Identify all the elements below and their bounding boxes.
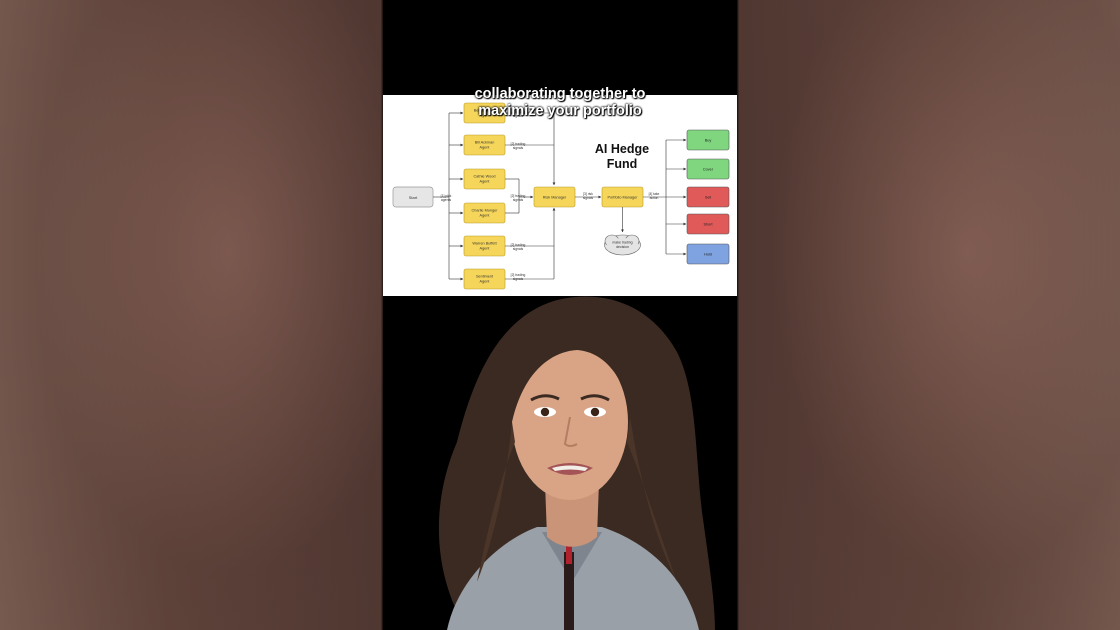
video-frame[interactable]: collaborating together to maximize your … <box>383 0 737 630</box>
agent-node-charlie-munger: Charlie Munger Agent <box>463 202 506 224</box>
flow-diagram-svg: AI Hedge Fund Start [1] pick agents Ben … <box>392 102 730 290</box>
svg-text:Ben Graham: Ben Graham <box>474 109 496 113</box>
agent-node-sentiment: Sentiment Agent <box>463 268 506 290</box>
action-node-sell: Sell <box>686 186 730 208</box>
svg-text:make trading: make trading <box>612 241 632 245</box>
svg-text:Warren Buffett: Warren Buffett <box>472 242 497 246</box>
action-node-buy: Buy <box>686 129 730 151</box>
start-edge-label-1: [1] pick <box>441 194 452 198</box>
agent-node-cathie-wood: Cathie Wood Agent <box>463 168 506 190</box>
start-node-label: Start <box>409 195 418 200</box>
svg-text:decision: decision <box>616 245 629 249</box>
svg-text:Charlie Munger: Charlie Munger <box>472 209 499 213</box>
svg-text:Sentiment: Sentiment <box>476 275 494 279</box>
svg-text:action: action <box>650 196 659 200</box>
presenter-video <box>438 296 715 630</box>
svg-text:Cover: Cover <box>703 168 714 172</box>
caption-line-1: collaborating together to <box>474 86 646 102</box>
diagram-title-line-1: AI Hedge <box>595 142 649 156</box>
video-caption: collaborating together to maximize your … <box>383 86 737 120</box>
svg-text:[2] trading: [2] trading <box>511 273 526 277</box>
svg-text:Portfolio Manager: Portfolio Manager <box>608 196 639 200</box>
svg-text:Agent: Agent <box>480 114 491 118</box>
svg-text:[2] trading: [2] trading <box>511 243 526 247</box>
svg-text:signals: signals <box>513 277 524 281</box>
svg-text:Short: Short <box>703 223 713 227</box>
start-edge-label-2: agents <box>441 198 451 202</box>
svg-text:signals: signals <box>513 114 524 118</box>
action-node-hold: Hold <box>686 243 730 265</box>
svg-text:Agent: Agent <box>480 280 491 284</box>
portfolio-manager-node: Portfolio Manager <box>601 186 644 208</box>
svg-text:signals: signals <box>583 196 594 200</box>
svg-text:Agent: Agent <box>480 214 491 218</box>
svg-text:[4] take: [4] take <box>649 192 660 196</box>
svg-text:signals: signals <box>513 146 524 150</box>
svg-text:Sell: Sell <box>705 196 711 200</box>
svg-text:Hold: Hold <box>704 253 712 257</box>
decision-cloud: make trading decision <box>604 234 641 256</box>
svg-text:Cathie Wood: Cathie Wood <box>474 175 496 179</box>
svg-text:Bill Ackman: Bill Ackman <box>475 141 495 145</box>
risk-manager-node: Risk Manager <box>533 186 576 208</box>
agent-node-bill-ackman: Bill Ackman Agent <box>463 134 506 156</box>
svg-text:[2] trading: [2] trading <box>511 142 526 146</box>
svg-text:[3] risk: [3] risk <box>583 192 593 196</box>
flow-diagram: AI Hedge Fund Start [1] pick agents Ben … <box>383 95 737 296</box>
svg-text:Agent: Agent <box>480 146 491 150</box>
caption-line-2: maximize your portfolio <box>478 103 642 119</box>
svg-text:Agent: Agent <box>480 247 491 251</box>
svg-text:[2] trading: [2] trading <box>511 110 526 114</box>
diagram-title-line-2: Fund <box>607 157 638 171</box>
action-node-short: Short <box>686 213 730 235</box>
blurred-background-left <box>0 0 383 630</box>
svg-text:signals: signals <box>513 198 524 202</box>
blurred-background-right <box>737 0 1120 630</box>
svg-text:Buy: Buy <box>705 139 712 143</box>
action-node-cover: Cover <box>686 158 730 180</box>
svg-text:Agent: Agent <box>480 180 491 184</box>
svg-text:Risk Manager: Risk Manager <box>543 196 567 200</box>
agent-node-warren-buffett: Warren Buffett Agent <box>463 235 506 257</box>
svg-text:[2] trading: [2] trading <box>511 194 526 198</box>
svg-text:signals: signals <box>513 247 524 251</box>
